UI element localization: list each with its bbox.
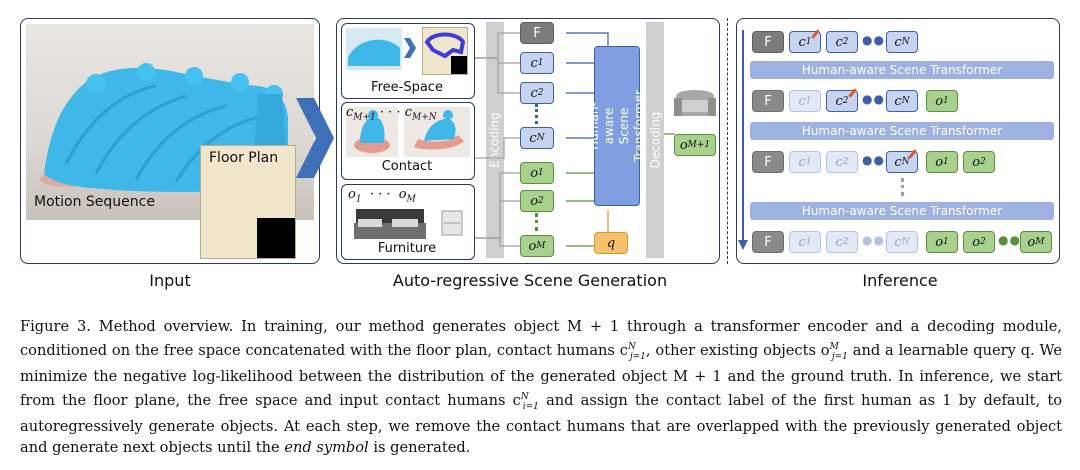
caption-part4: and assign the contact label of the firs… bbox=[20, 392, 1062, 456]
caption-text: Method overview. In training, our method… bbox=[20, 318, 1063, 360]
sofa-icon bbox=[674, 90, 716, 116]
inference-panel bbox=[736, 18, 1060, 264]
contact-dots bbox=[535, 104, 542, 124]
inf-row4-floor: F bbox=[752, 231, 784, 253]
free-space-mesh bbox=[348, 39, 400, 66]
panel-divider bbox=[727, 18, 728, 264]
figure-caption: Figure 3. Method overview. In training, … bbox=[20, 318, 1063, 456]
furniture-box: o1 · · · oM Furniture bbox=[341, 184, 475, 260]
contact-label: Contact bbox=[381, 159, 433, 174]
free-space-box: Free-Space bbox=[341, 23, 475, 99]
transformer-block: Human-aware Scene Transformer bbox=[587, 46, 646, 206]
generation-panel-title: Auto-regressive Scene Generation bbox=[392, 271, 668, 290]
inf-row1-floor: F bbox=[752, 31, 784, 53]
cabinet-icon bbox=[441, 210, 463, 236]
inf-transformer-3: Human-aware Scene Transformer bbox=[750, 202, 1054, 220]
chevron-right-icon bbox=[296, 98, 334, 178]
caption-end-symbol: end symbol bbox=[284, 438, 369, 456]
transformer-label: Human-aware Scene Transformer bbox=[587, 89, 646, 162]
floor-plan-label: Floor Plan bbox=[209, 150, 279, 166]
contact-token-caption: cM+1 · · · cM+N bbox=[346, 105, 437, 123]
inf-row3-floor: F bbox=[752, 151, 784, 173]
object-dots bbox=[535, 213, 542, 231]
caption-part5: is generated. bbox=[368, 438, 471, 456]
contact-human-2 bbox=[414, 110, 464, 150]
contact-thumb-1 bbox=[346, 107, 398, 157]
contact-box: cM+1 · · · cM+N Contact bbox=[341, 102, 475, 180]
bed-icon bbox=[354, 209, 426, 239]
input-panel-title: Input bbox=[149, 271, 191, 290]
inference-panel-title: Inference bbox=[862, 271, 938, 290]
caption-part2: , other existing objects o bbox=[645, 342, 830, 360]
free-space-block bbox=[451, 56, 467, 74]
free-space-label: Free-Space bbox=[371, 80, 443, 95]
free-space-region bbox=[424, 32, 466, 59]
token-query: q bbox=[594, 232, 628, 254]
motion-sequence-label: Motion Sequence bbox=[34, 194, 155, 210]
decoding-label: Decoding bbox=[648, 111, 662, 169]
caption-part3: and a learnable query q. We minimize the… bbox=[20, 342, 1062, 410]
free-space-map bbox=[422, 27, 468, 75]
inf-row2-floor: F bbox=[752, 90, 784, 112]
caption-prefix: Figure 3. bbox=[20, 318, 91, 335]
token-floor: F bbox=[520, 22, 554, 44]
generation-connectors bbox=[475, 32, 675, 247]
floor-plan-occupied-block bbox=[257, 218, 295, 258]
inf-vertical-dots bbox=[901, 178, 908, 196]
inf-transformer-1: Human-aware Scene Transformer bbox=[750, 61, 1054, 79]
contact-thumb-2 bbox=[404, 107, 470, 157]
free-space-thumb bbox=[346, 28, 402, 70]
arrow-right-icon bbox=[404, 38, 416, 58]
furniture-label: Furniture bbox=[377, 241, 437, 256]
inference-arrow bbox=[738, 30, 748, 250]
contact-human-1 bbox=[354, 110, 390, 153]
furniture-token-caption: o1 · · · oM bbox=[348, 187, 416, 205]
decoding-bar: Decoding bbox=[646, 22, 664, 258]
floor-plan-image: Floor Plan bbox=[200, 145, 296, 259]
inf-transformer-2: Human-aware Scene Transformer bbox=[750, 122, 1054, 140]
